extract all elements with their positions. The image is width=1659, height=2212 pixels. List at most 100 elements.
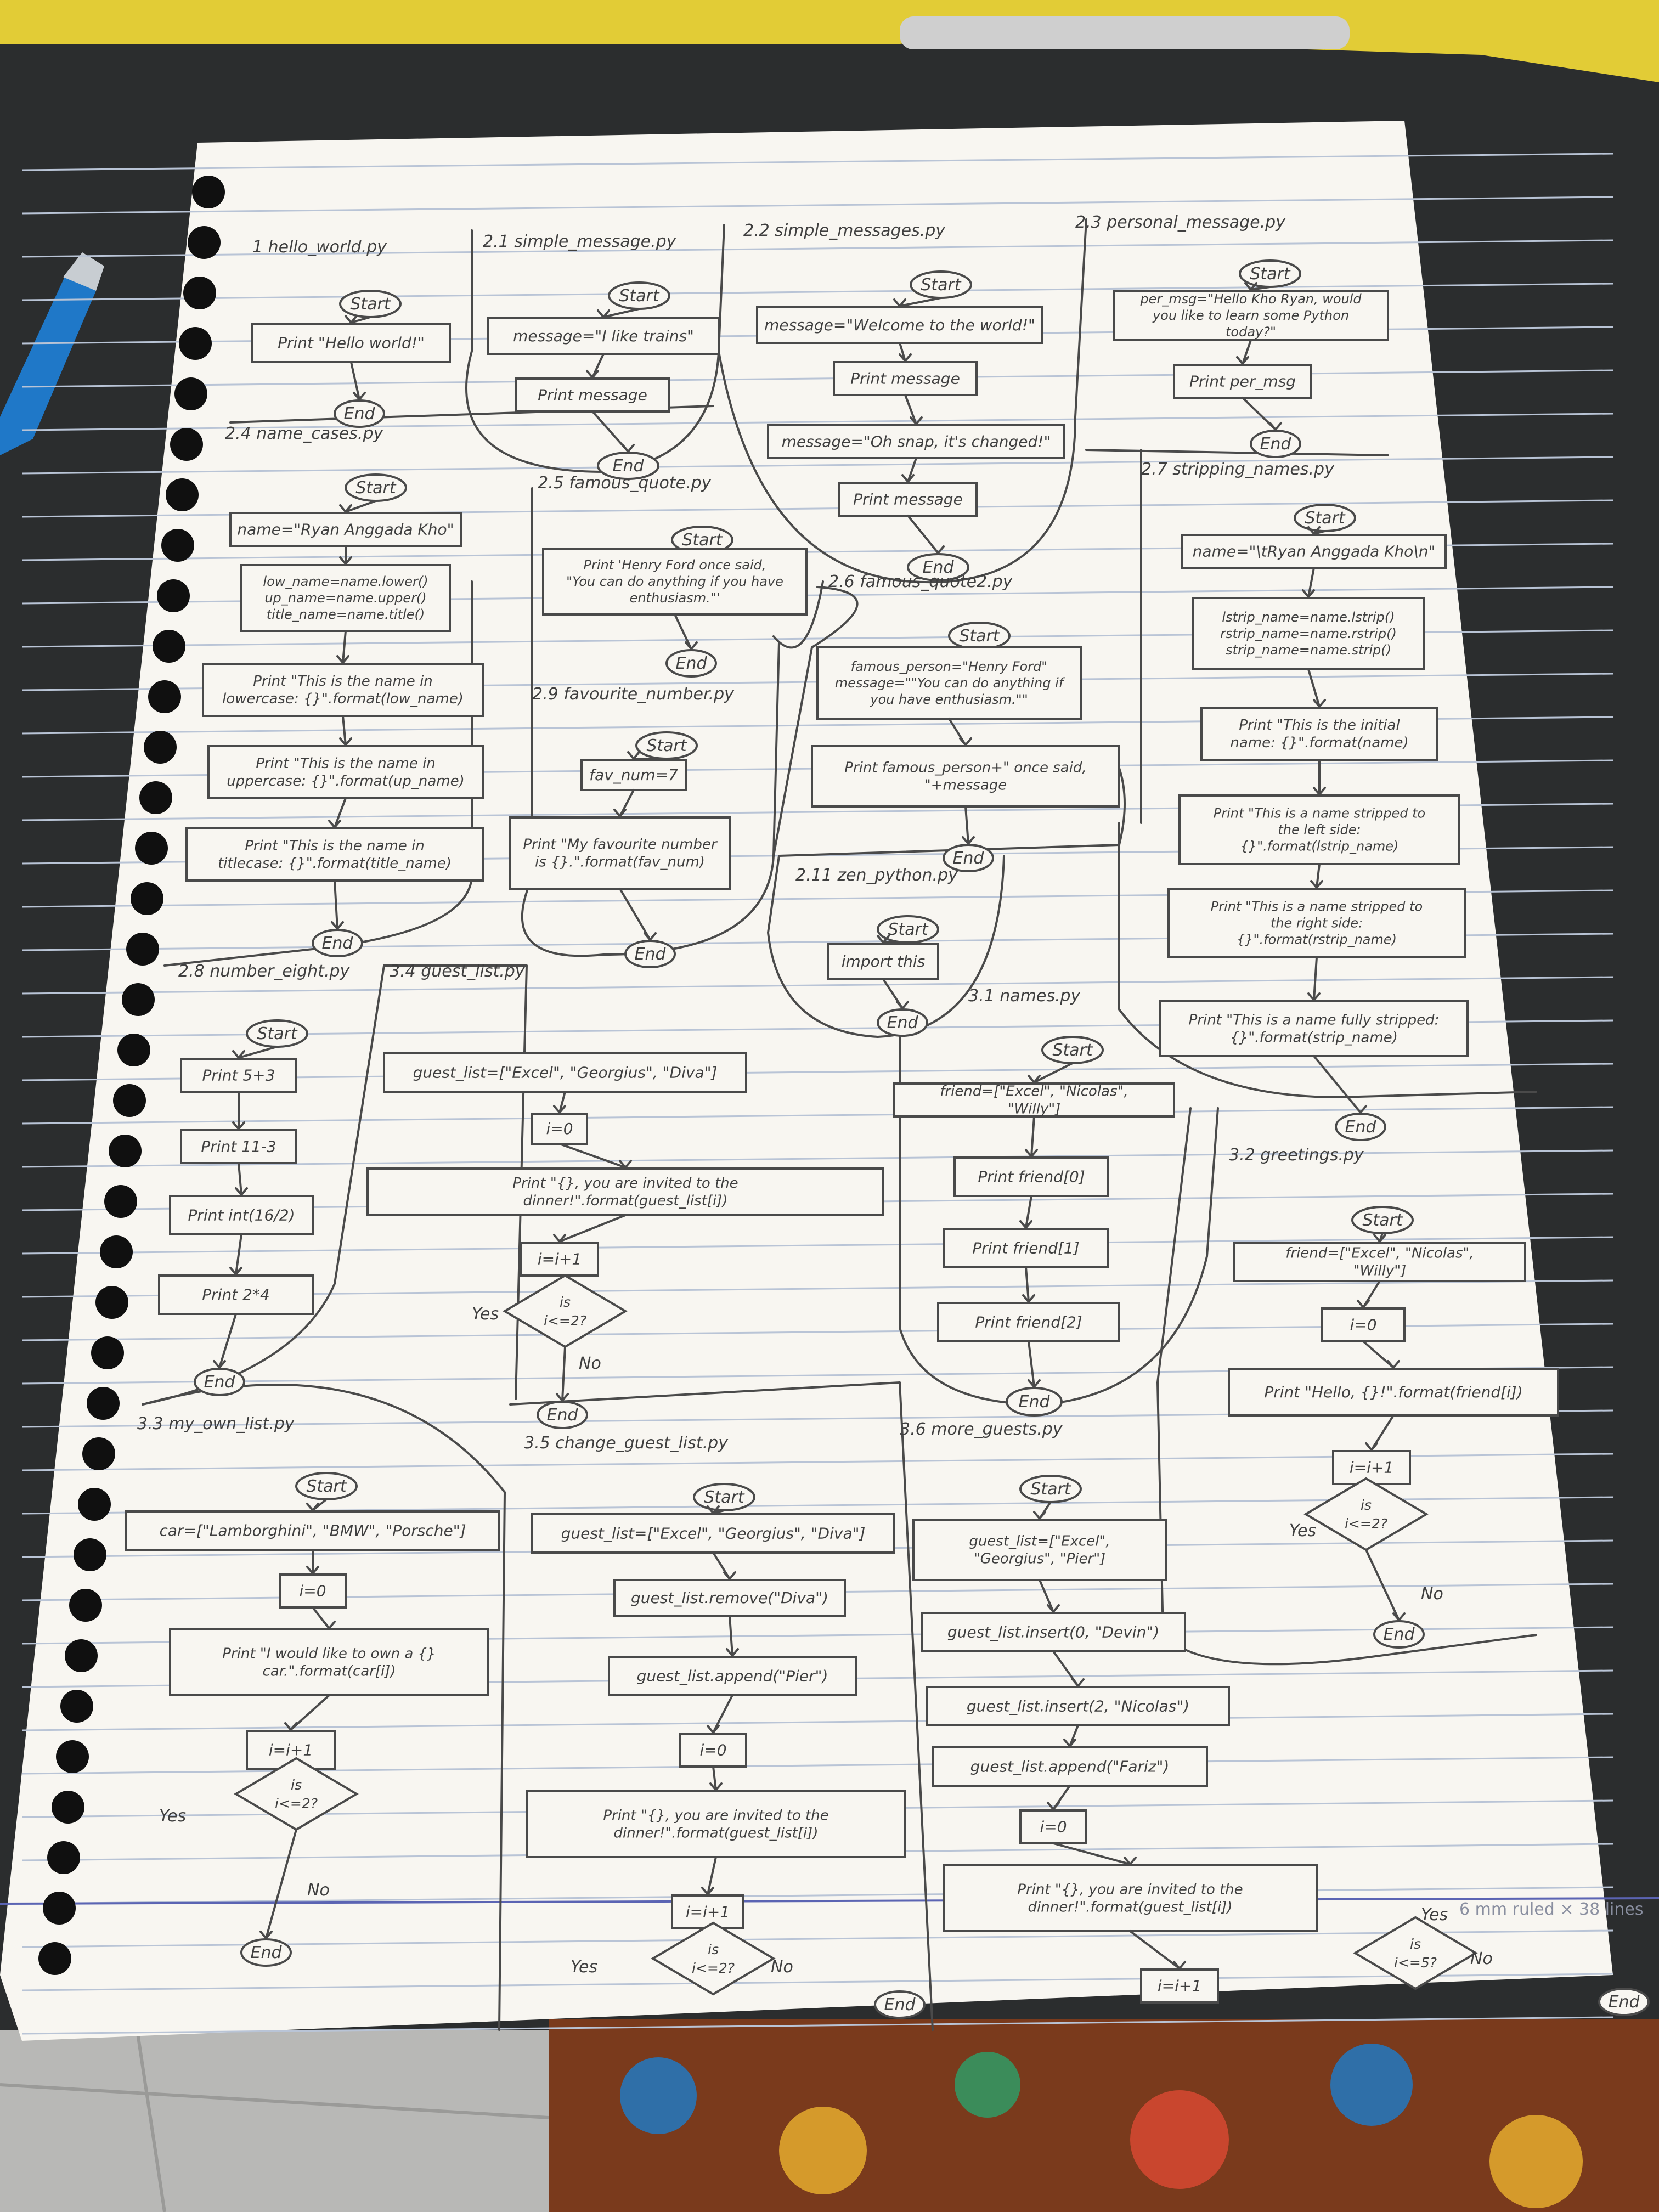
flowchart-f2-9: 2.9 favourite_number.pyStartfav_num=7Pri… xyxy=(509,685,735,968)
arrowhead xyxy=(1365,1442,1378,1451)
end-terminal xyxy=(1006,1387,1063,1417)
connector-arrow xyxy=(342,630,347,664)
arrowhead xyxy=(284,1722,297,1731)
process-box xyxy=(1200,707,1438,761)
arrowhead xyxy=(701,1887,714,1895)
arrowhead xyxy=(709,1782,723,1791)
arrowhead xyxy=(613,809,627,817)
arrowhead xyxy=(331,921,344,930)
process-text: i=i+1 xyxy=(269,1741,313,1759)
process-box xyxy=(932,1746,1208,1787)
arrowhead xyxy=(627,751,640,760)
connector-arrow xyxy=(334,797,347,828)
process-box xyxy=(953,1156,1109,1197)
connector-arrow xyxy=(1129,1930,1181,1970)
process-box xyxy=(542,548,808,616)
flowchart-f3-6: 3.6 more_guests.pyStartguest_list=["Exce… xyxy=(900,1420,1650,2016)
process-box xyxy=(279,1573,347,1609)
arrowhead xyxy=(1313,787,1326,795)
connector-arrow xyxy=(1313,1055,1362,1114)
arrowhead xyxy=(619,1160,632,1169)
connector-arrow xyxy=(1052,1842,1131,1865)
decision-diamond xyxy=(1304,1477,1429,1551)
arrowhead xyxy=(1124,1857,1137,1865)
connector-arrow xyxy=(712,1694,733,1734)
connector-arrow xyxy=(904,394,917,425)
branch-label-yes: Yes xyxy=(159,1807,186,1826)
flowchart-title: 3.5 change_guest_list.py xyxy=(524,1434,729,1453)
decision-diamond xyxy=(1353,1916,1478,1990)
process-text: friend=["Excel", "Nicolas","Willy"] xyxy=(940,1084,1128,1118)
arrowhead xyxy=(345,315,358,324)
connector-arrow xyxy=(1030,1115,1035,1158)
end-terminal xyxy=(240,1938,292,1967)
arrowhead xyxy=(339,504,352,513)
flowchart-title: 3.3 my_own_list.py xyxy=(137,1414,295,1434)
arrowhead xyxy=(232,1121,245,1130)
terminal-label: Start xyxy=(1362,1211,1403,1230)
arrowhead xyxy=(899,353,912,362)
terminal-label: Start xyxy=(959,627,1000,646)
process-text: Print friend[0] xyxy=(978,1167,1085,1186)
process-text: i=i+1 xyxy=(1350,1458,1393,1476)
arrowhead xyxy=(1307,992,1321,1001)
arrowhead xyxy=(597,309,610,318)
process-text: Print per_msg xyxy=(1189,372,1296,390)
connector-arrow xyxy=(899,297,942,307)
process-text: guest_list=["Excel","Georgius", "Pier"] xyxy=(969,1533,1110,1567)
flowchart-title: 2.8 number_eight.py xyxy=(178,962,351,981)
connector-arrow xyxy=(1250,286,1271,291)
terminal-label: End xyxy=(884,1995,916,2015)
process-box xyxy=(515,377,670,413)
process-box xyxy=(756,306,1043,344)
arrowhead xyxy=(1033,1511,1046,1520)
terminal-label: End xyxy=(1018,1392,1050,1412)
terminal-label: Start xyxy=(682,531,723,550)
arrowhead xyxy=(232,1050,245,1059)
process-text: Print 2*4 xyxy=(202,1285,269,1304)
flowchart-f2-3: 2.3 personal_message.pyStartper_msg="Hel… xyxy=(1075,213,1389,458)
process-text: message="Welcome to the world!" xyxy=(764,316,1035,334)
process-box xyxy=(943,1864,1318,1932)
terminal-label: Start xyxy=(257,1024,298,1043)
arrowhead xyxy=(644,932,657,941)
process-text: i=i+1 xyxy=(538,1250,582,1268)
arrowhead xyxy=(893,298,906,307)
process-text: i=0 xyxy=(1350,1316,1376,1334)
arrowhead xyxy=(259,1931,273,1939)
process-text: Print message xyxy=(538,386,647,404)
process-box xyxy=(1233,1242,1526,1282)
terminal-label: Start xyxy=(921,275,962,295)
process-box xyxy=(893,1082,1175,1118)
connector-arrow xyxy=(558,1091,566,1114)
terminal-label: Start xyxy=(888,920,929,939)
arrowhead xyxy=(586,370,599,379)
process-text: Print "This is a name fully stripped:{}"… xyxy=(1189,1012,1440,1046)
process-text: famous_person="Henry Ford"message=""You … xyxy=(835,659,1065,707)
terminal-label: End xyxy=(1608,1993,1640,2012)
branch-label-yes: Yes xyxy=(571,1957,597,1977)
flowchart-title: 2.3 personal_message.py xyxy=(1075,213,1286,232)
process-text: i=i+1 xyxy=(1158,1977,1201,1995)
arrowhead xyxy=(1173,1961,1186,1970)
terminal-label: End xyxy=(612,456,644,476)
arrowhead xyxy=(1387,1360,1400,1369)
process-box xyxy=(1178,794,1460,865)
connector-arrow xyxy=(561,1346,566,1402)
process-box xyxy=(671,1894,744,1929)
terminal-label: End xyxy=(634,945,666,964)
process-box xyxy=(1173,364,1312,399)
process-text: i=i+1 xyxy=(686,1903,730,1921)
process-box xyxy=(926,1686,1230,1726)
arrowhead xyxy=(896,1001,909,1009)
connector-arrow xyxy=(342,715,347,746)
arrowhead xyxy=(932,545,945,554)
connector-arrow xyxy=(1242,339,1252,365)
